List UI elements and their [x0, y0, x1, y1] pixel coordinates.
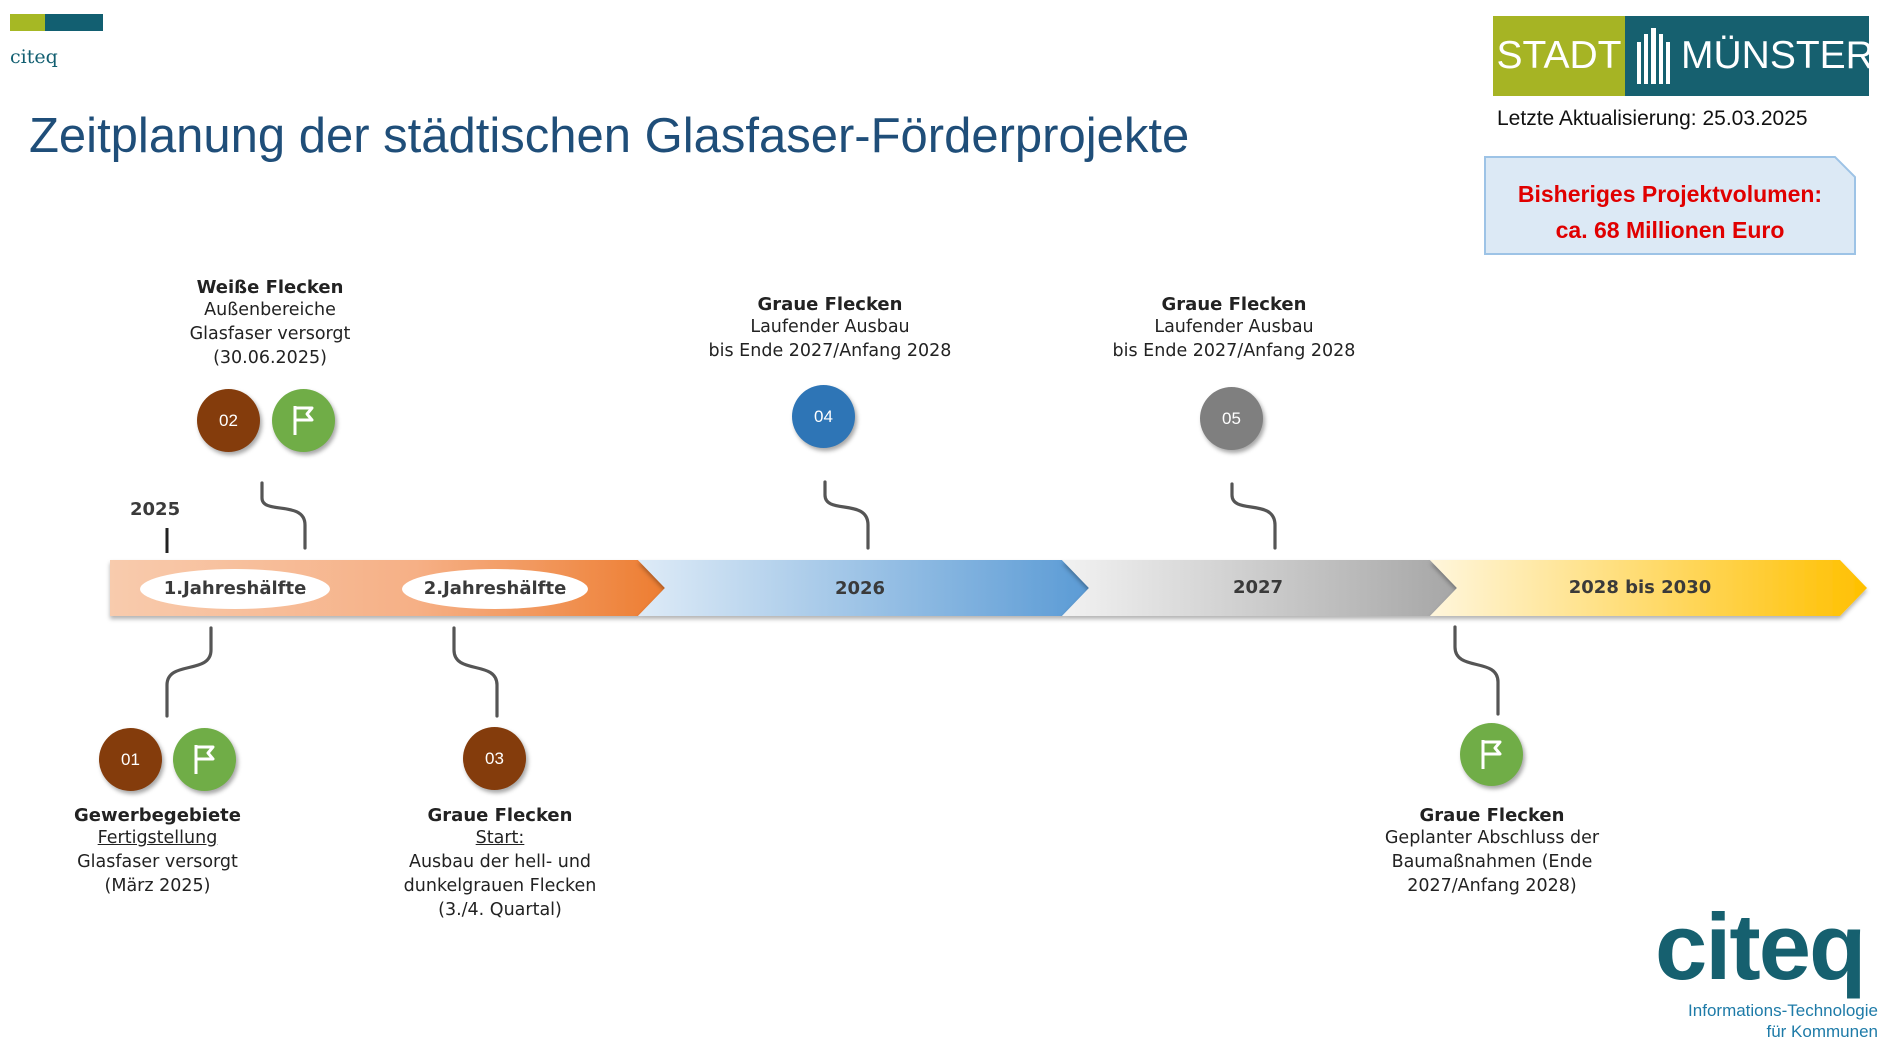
milestone-06-title: Graue Flecken — [1419, 805, 1565, 826]
stadt-muenster-logo: STADT MÜNSTER — [1493, 16, 1874, 96]
milestone-03-line4: (3./4. Quartal) — [438, 900, 562, 920]
milestone-04-title: Graue Flecken — [757, 294, 903, 315]
milestone-05-badge: 05 — [1200, 387, 1263, 450]
volume-line-2: ca. 68 Millionen Euro — [1555, 217, 1785, 243]
segment-2028 — [1430, 560, 1867, 616]
year-label-2028: 2028 bis 2030 — [1568, 577, 1712, 598]
milestone-05-line1: Laufender Ausbau — [1154, 317, 1314, 337]
pill-half1: 1.Jahreshälfte — [140, 569, 330, 609]
volume-line-1: Bisheriges Projektvolumen: — [1517, 181, 1823, 207]
brand-bar-green — [10, 14, 45, 31]
milestone-06-line1: Geplanter Abschluss der — [1384, 828, 1600, 848]
folded-corner — [1834, 156, 1856, 178]
milestone-01-text: Gewerbegebiete Fertigstellung Glasfaser … — [50, 805, 265, 898]
citeq-logo: citeq — [1655, 894, 1866, 999]
milestone-05-title: Graue Flecken — [1161, 294, 1307, 315]
milestone-06-flag-badge — [1460, 723, 1523, 786]
milestone-06-text: Graue Flecken Geplanter Abschluss der Ba… — [1342, 805, 1642, 898]
milestone-05-line2: bis Ende 2027/Anfang 2028 — [1112, 341, 1356, 361]
pill-half2: 2.Jahreshälfte — [402, 569, 588, 609]
logo-muenster-text: MÜNSTER — [1681, 34, 1874, 77]
citeq-sub-line1: Informations-Technologie — [1688, 1001, 1878, 1020]
milestone-06-line2: Baumaßnahmen (Ende — [1391, 852, 1593, 872]
milestone-01-line1: Fertigstellung — [97, 828, 218, 848]
year-label-2027: 2027 — [1232, 577, 1284, 598]
page-title: Zeitplanung der städtischen Glasfaser-Fö… — [29, 109, 1190, 163]
milestone-02-text: Weiße Flecken Außenbereiche Glasfaser ve… — [160, 277, 380, 370]
milestone-02-flag-badge — [272, 389, 335, 452]
milestone-03-line2: Ausbau der hell- und — [408, 852, 592, 872]
milestone-04-badge: 04 — [792, 385, 855, 448]
milestone-06-line3: 2027/Anfang 2028) — [1407, 876, 1577, 896]
milestone-01-badge: 01 — [99, 728, 162, 791]
last-update: Letzte Aktualisierung: 25.03.2025 — [1497, 107, 1808, 130]
milestone-01-flag-badge — [173, 728, 236, 791]
milestone-05-text: Graue Flecken Laufender Ausbau bis Ende … — [1084, 294, 1384, 363]
cathedral-icon — [1637, 28, 1670, 84]
brand-text: citeq — [10, 46, 58, 68]
connector-04 — [823, 480, 870, 550]
connector-01 — [165, 626, 213, 718]
connector-06 — [1453, 625, 1500, 716]
milestone-02-line2: Glasfaser versorgt — [189, 324, 351, 344]
milestone-03-line1: Start: — [475, 828, 525, 848]
milestone-04-line1: Laufender Ausbau — [750, 317, 910, 337]
flag-icon — [194, 745, 215, 774]
milestone-03-title: Graue Flecken — [427, 805, 573, 826]
milestone-01-line3: (März 2025) — [104, 876, 211, 896]
logo-stadt-text: STADT — [1496, 34, 1622, 77]
milestone-02-title: Weiße Flecken — [196, 277, 344, 298]
flag-icon — [1481, 740, 1502, 769]
milestone-04-text: Graue Flecken Laufender Ausbau bis Ende … — [680, 294, 980, 363]
brand-bar-teal — [45, 14, 103, 31]
milestone-02-badge: 02 — [197, 389, 260, 452]
milestone-04-line2: bis Ende 2027/Anfang 2028 — [708, 341, 952, 361]
connector-05 — [1230, 482, 1277, 550]
milestone-03-line3: dunkelgrauen Flecken — [403, 876, 597, 896]
connector-03 — [452, 626, 499, 718]
milestone-02-line1: Außenbereiche — [204, 300, 336, 320]
milestone-01-title: Gewerbegebiete — [74, 805, 241, 826]
year-label-2025: 2025 — [130, 499, 181, 520]
year-label-2026: 2026 — [834, 578, 886, 599]
citeq-sub-line2: für Kommunen — [1766, 1022, 1879, 1041]
citeq-subtitle: Informations-Technologie für Kommunen — [1656, 1000, 1878, 1042]
flag-icon — [293, 406, 314, 435]
connector-02 — [260, 481, 307, 550]
segment-2026 — [638, 560, 1089, 616]
milestone-02-line3: (30.06.2025) — [213, 348, 327, 368]
project-volume-box: Bisheriges Projektvolumen: ca. 68 Millio… — [1484, 156, 1856, 255]
milestone-03-text: Graue Flecken Start: Ausbau der hell- un… — [375, 805, 625, 922]
segment-2027 — [1062, 560, 1457, 616]
milestone-01-line2: Glasfaser versorgt — [77, 852, 238, 872]
milestone-03-badge: 03 — [463, 727, 526, 790]
